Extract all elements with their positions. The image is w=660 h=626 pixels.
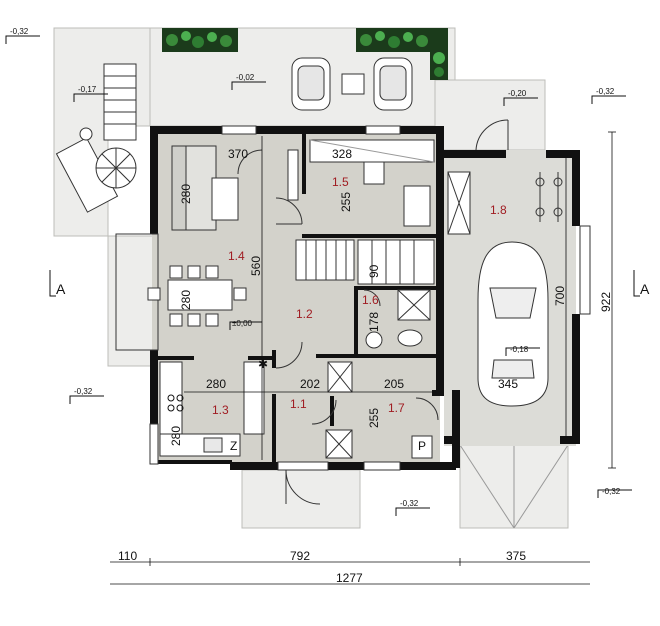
dimension-label: 370: [228, 147, 248, 161]
wardrobe-icon: [325, 361, 433, 459]
room-label-1-5: 1.5: [332, 175, 349, 189]
doors: [237, 119, 509, 505]
svg-text:A: A: [56, 281, 66, 297]
dimension-label: 1277: [336, 571, 363, 585]
dimension-label: 205: [384, 377, 404, 391]
room-label-1-8: 1.8: [490, 203, 507, 217]
level-marker: -0,32: [74, 387, 93, 396]
dimension-label: 178: [367, 312, 381, 332]
kitchen-counter-icon: [159, 361, 265, 457]
staircase-icon: [295, 239, 435, 285]
room-label-1-4: 1.4: [228, 249, 245, 263]
room-label-1-1: 1.1: [290, 397, 307, 411]
level-marker: ±0,00: [232, 319, 253, 328]
coffee-table-icon: [341, 73, 365, 95]
dimension-label: 328: [332, 147, 352, 161]
level-marker: -0,18: [510, 345, 529, 354]
dimension-label: 280: [169, 426, 183, 446]
dimension-label: 255: [367, 408, 381, 428]
dimension-label: 700: [553, 286, 567, 306]
planter-left: [162, 28, 238, 52]
room-label-1-6: 1.6: [362, 293, 379, 307]
car-icon: [477, 241, 549, 407]
room-numbers: 1.1 1.2 1.3 1.4 1.5 1.6 1.7 1.8: [212, 175, 507, 417]
level-marker: -0,32: [400, 499, 419, 508]
light-fixture-icon: ✱: [258, 357, 268, 371]
garage-storage-icon: [447, 171, 471, 235]
dimension-label: 280: [179, 184, 193, 204]
p-label: P: [418, 439, 426, 453]
dimension-label: 202: [300, 377, 320, 391]
level-marker: -0,20: [508, 89, 527, 98]
level-marker: -0,32: [602, 487, 621, 496]
walls: [150, 126, 580, 470]
armchair-right-icon: [373, 57, 413, 111]
dimension-label: 922: [599, 292, 613, 312]
bicycles-icon: [535, 172, 563, 222]
coffee-table-icon: [211, 177, 239, 221]
lounger-umbrella-icon: [55, 127, 137, 213]
section-mark-left: A: [49, 270, 66, 297]
dining-table-icon: [147, 265, 247, 327]
level-marker: -0,02: [236, 73, 255, 82]
dimension-lines: [110, 131, 616, 585]
stove-label: Z: [230, 439, 237, 453]
windows: [115, 125, 591, 471]
sun-lounger-icon: [103, 63, 137, 141]
level-marker: -0,32: [10, 27, 29, 36]
tv-cabinet-icon: [287, 149, 299, 201]
level-marker: -0,17: [78, 85, 97, 94]
dimension-label: 90: [367, 264, 381, 278]
armchair-left-icon: [291, 57, 331, 111]
dimension-label: 110: [118, 549, 137, 563]
planter-right: [356, 28, 448, 80]
dimension-label: 280: [179, 290, 193, 310]
dimension-label: 255: [339, 192, 353, 212]
dimension-label: 375: [506, 549, 526, 563]
room-label-1-7: 1.7: [388, 401, 405, 415]
bathroom-fixtures-icon: [365, 289, 431, 349]
dimension-labels: 370 328 280 255 560 280 90 178 700 922 2…: [118, 147, 613, 585]
dimension-label: 560: [249, 256, 263, 276]
dimension-label: 345: [498, 377, 518, 391]
room-label-1-3: 1.3: [212, 403, 229, 417]
section-mark-right: A: [633, 270, 650, 297]
office-desk-icon: [309, 139, 435, 227]
level-marker: -0,32: [596, 87, 615, 96]
dimension-label: 280: [206, 377, 226, 391]
sofa-icon: [171, 145, 217, 231]
dimension-label: 792: [290, 549, 310, 563]
svg-text:A: A: [640, 281, 650, 297]
level-markers: -0,32 -0,17 -0,02 -0,20 -0,32 ±0,00 -0,1…: [5, 27, 632, 516]
room-label-1-2: 1.2: [296, 307, 313, 321]
